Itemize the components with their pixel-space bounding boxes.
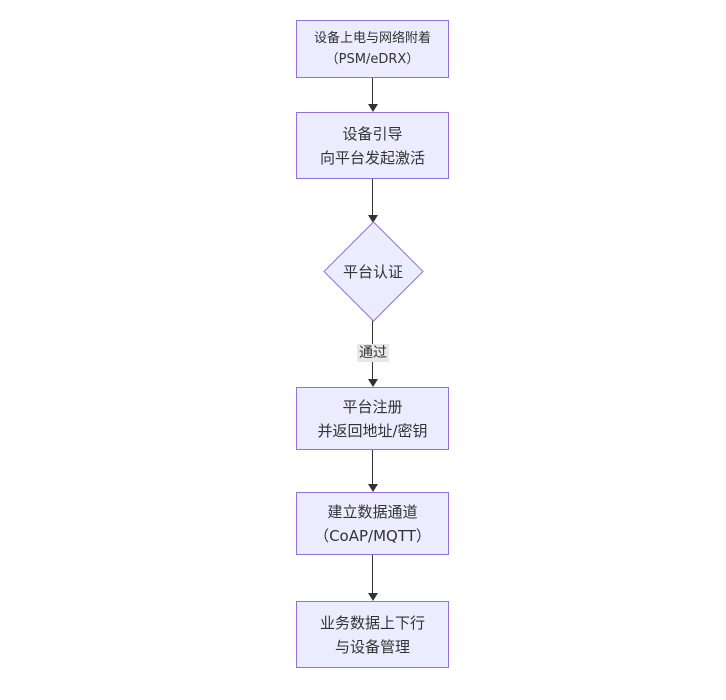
flow-decision-platform-auth: 平台认证: [323, 221, 424, 322]
arrowhead-down-icon: [368, 484, 378, 492]
node-text-line: （CoAP/MQTT）: [314, 526, 431, 545]
edge-register-to-channel: [372, 450, 373, 485]
node-text-line: 设备上电与网络附着: [313, 31, 431, 46]
flow-node-bootstrap: 设备引导 向平台发起激活: [296, 112, 449, 179]
node-text-line: 与设备管理: [334, 637, 410, 656]
flow-node-power-attach: 设备上电与网络附着 （PSM/eDRX）: [296, 20, 449, 78]
node-text-line: 业务数据上下行: [319, 613, 425, 632]
flow-node-platform-register: 平台注册 并返回地址/密钥: [296, 387, 449, 450]
arrowhead-down-icon: [368, 379, 378, 387]
edge-power-to-bootstrap: [372, 78, 373, 105]
edge-bootstrap-to-auth: [372, 179, 373, 216]
arrowhead-down-icon: [368, 215, 378, 223]
node-text-line: 设备引导: [342, 124, 403, 143]
arrowhead-down-icon: [368, 104, 378, 112]
node-text-line: 建立数据通道: [327, 502, 418, 521]
arrowhead-down-icon: [368, 593, 378, 601]
node-text-line: 并返回地址/密钥: [317, 421, 428, 440]
flow-node-business-data: 业务数据上下行 与设备管理: [296, 601, 449, 668]
node-text-line: 平台注册: [342, 397, 403, 416]
edge-channel-to-business: [372, 555, 373, 594]
node-text-line: 向平台发起激活: [319, 148, 425, 167]
node-text-line: 平台认证: [342, 262, 403, 281]
flow-node-data-channel: 建立数据通道 （CoAP/MQTT）: [296, 492, 449, 555]
edge-label-pass: 通过: [357, 344, 389, 362]
node-text-line: （PSM/eDRX）: [325, 52, 420, 67]
